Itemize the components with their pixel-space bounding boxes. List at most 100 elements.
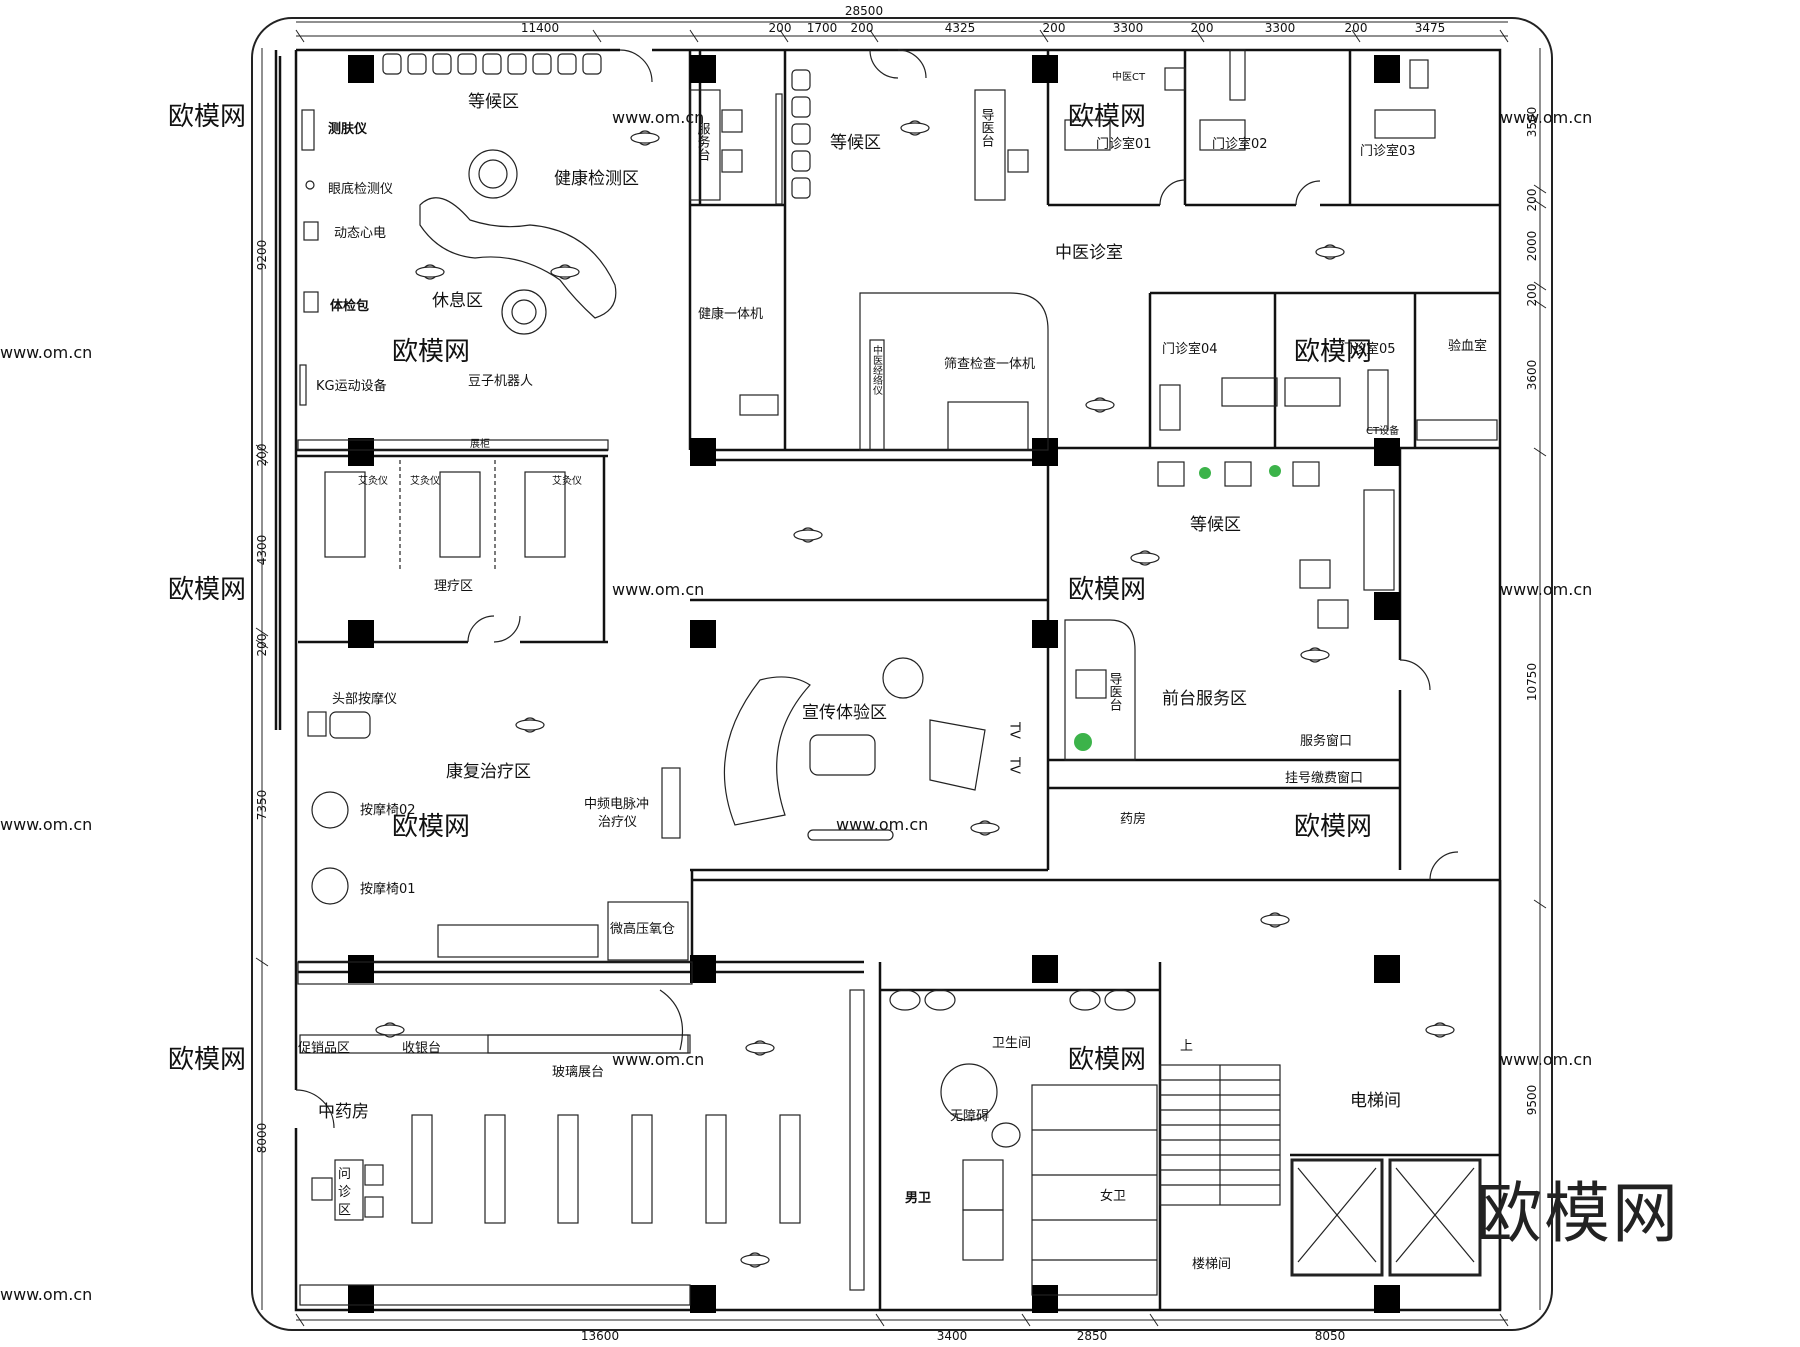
watermark: 欧模网 [1068, 1045, 1146, 1075]
waiting-right-label: 等候区 [1190, 515, 1241, 535]
ct-equipment-label: CT设备 [1366, 424, 1399, 437]
furniture [297, 49, 1498, 1306]
watermark: 欧模网 [1294, 812, 1372, 842]
watermark-url: www.om.cn [612, 108, 704, 127]
person-icon [1425, 1022, 1455, 1038]
watermark: 欧模网 [168, 102, 246, 132]
elevator-hall-label: 电梯间 [1350, 1091, 1401, 1111]
doors [295, 49, 1459, 1129]
person-icon [1130, 550, 1160, 566]
stairwell-label: 楼梯间 [1192, 1257, 1231, 1272]
health-machine-label: 健康一体机 [698, 306, 763, 322]
person-icon [793, 527, 823, 543]
watermarks: 欧模网 欧模网 欧模网 欧模网 欧模网 欧模网 欧模网 欧模网 欧模网 欧模网 … [0, 102, 1592, 1304]
dynamic-ecg-label: 动态心电 [334, 226, 386, 241]
restroom-label: 卫生间 [992, 1036, 1031, 1051]
dim-top-3: 1700 [807, 21, 838, 35]
watermark-url: www.om.cn [0, 815, 92, 834]
watermark-url: www.om.cn [612, 1050, 704, 1069]
clinic-02-label: 门诊室02 [1212, 136, 1268, 152]
person-icon [415, 264, 445, 280]
dim-bottom-3: 2850 [1077, 1329, 1108, 1343]
person-icon [745, 1040, 775, 1056]
blood-test-label: 验血室 [1448, 338, 1487, 354]
dim-left-2: 200 [255, 444, 269, 467]
dim-right-3: 2000 [1525, 231, 1539, 262]
guide-desk-mid-label: 导医台 [1107, 672, 1123, 711]
dim-top-2: 200 [769, 21, 792, 35]
watermark-url: www.om.cn [836, 815, 928, 834]
moxibustion-label: 艾灸仪 [410, 474, 440, 487]
person-icon [630, 130, 660, 146]
clinic-05-label: 门诊室05 [1340, 341, 1396, 357]
dim-right-1: 3500 [1525, 107, 1539, 138]
tcm-pharmacy-label: 中药房 [318, 1102, 369, 1122]
tv-label: TV [1007, 721, 1022, 739]
dim-top-7: 3300 [1113, 21, 1144, 35]
person-icon [900, 120, 930, 136]
structural-columns [348, 55, 1400, 1313]
watermark: 欧模网 [168, 1045, 246, 1075]
dim-left-1: 9200 [255, 240, 269, 271]
dim-bottom-4: 8050 [1315, 1329, 1346, 1343]
pulse-therapy-label: 中频电脉冲 [584, 797, 649, 812]
physio-area-label: 理疗区 [434, 579, 473, 594]
accessible-wc-label: 无障碍 [950, 1109, 989, 1124]
plant-icons [1074, 465, 1281, 751]
massage-chair-02-label: 按摩椅02 [360, 802, 416, 818]
head-massager-label: 头部按摩仪 [332, 691, 397, 707]
clinic-01-label: 门诊室01 [1096, 136, 1152, 152]
clinic-04-label: 门诊室04 [1162, 341, 1218, 357]
brand-watermark: 欧模网 [1476, 1175, 1680, 1252]
waiting-area-label: 等候区 [468, 92, 519, 112]
dim-top-6: 200 [1043, 21, 1066, 35]
drawing-frame [251, 17, 1553, 1331]
dim-left-5: 7350 [255, 790, 269, 821]
person-icon [1300, 647, 1330, 663]
dim-right-4: 200 [1525, 284, 1539, 307]
moxibustion-label: 艾灸仪 [552, 474, 582, 487]
pulse-therapy-label-2: 治疗仪 [598, 815, 637, 830]
screening-machine-label: 筛查检查一体机 [944, 357, 1035, 372]
dimension-lines [255, 21, 1547, 1327]
room-labels: 等候区 测肤仪 眼底检测仪 动态心电 健康检测区 体检包 休息区 KG运动设备 … [298, 70, 1487, 1272]
watermark-url: www.om.cn [1500, 108, 1592, 127]
service-window-label: 服务窗口 [1300, 733, 1352, 749]
cashier-label: 收银台 [402, 1041, 441, 1056]
person-icon [1085, 397, 1115, 413]
watermark-url: www.om.cn [612, 580, 704, 599]
dim-right-5: 3600 [1525, 360, 1539, 391]
watermark: 欧模网 [1294, 337, 1372, 367]
dim-bottom-2: 3400 [937, 1329, 968, 1343]
dim-top-5: 4325 [945, 21, 976, 35]
dim-right-7: 9500 [1525, 1085, 1539, 1116]
watermark-url: www.om.cn [1500, 580, 1592, 599]
person-icon [515, 717, 545, 733]
front-service-label: 前台服务区 [1162, 689, 1247, 709]
dim-top-total: 28500 [845, 4, 883, 18]
person-icon [970, 820, 1000, 836]
guide-desk-top-label: 导医台 [979, 108, 995, 147]
clinic-03-label: 门诊室03 [1360, 143, 1416, 159]
consult-area-label: 区 [338, 1203, 351, 1218]
kg-sports-label: KG运动设备 [316, 378, 387, 394]
checkup-bag-label: 体检包 [330, 298, 369, 314]
dim-left-4: 200 [255, 634, 269, 657]
dim-top-1: 11400 [521, 21, 559, 35]
person-icon [375, 1022, 405, 1038]
person-icon [1260, 912, 1290, 928]
dim-bottom-1: 13600 [581, 1329, 619, 1343]
dim-top-9: 3300 [1265, 21, 1296, 35]
dim-right-6: 10750 [1525, 663, 1539, 701]
dim-left-3: 4300 [255, 535, 269, 566]
dimension-labels: 28500 11400 200 1700 200 4325 200 3300 2… [255, 4, 1539, 1343]
pharmacy-label: 药房 [1120, 811, 1146, 827]
moxibustion-label: 艾灸仪 [358, 474, 388, 487]
watermark-url: www.om.cn [0, 343, 92, 362]
watermark: 欧模网 [392, 812, 470, 842]
men-wc-label: 男卫 [905, 1191, 931, 1206]
service-desk-label: 服务台 [695, 122, 711, 161]
watermark: 欧模网 [1068, 102, 1146, 132]
person-icon [740, 1252, 770, 1268]
